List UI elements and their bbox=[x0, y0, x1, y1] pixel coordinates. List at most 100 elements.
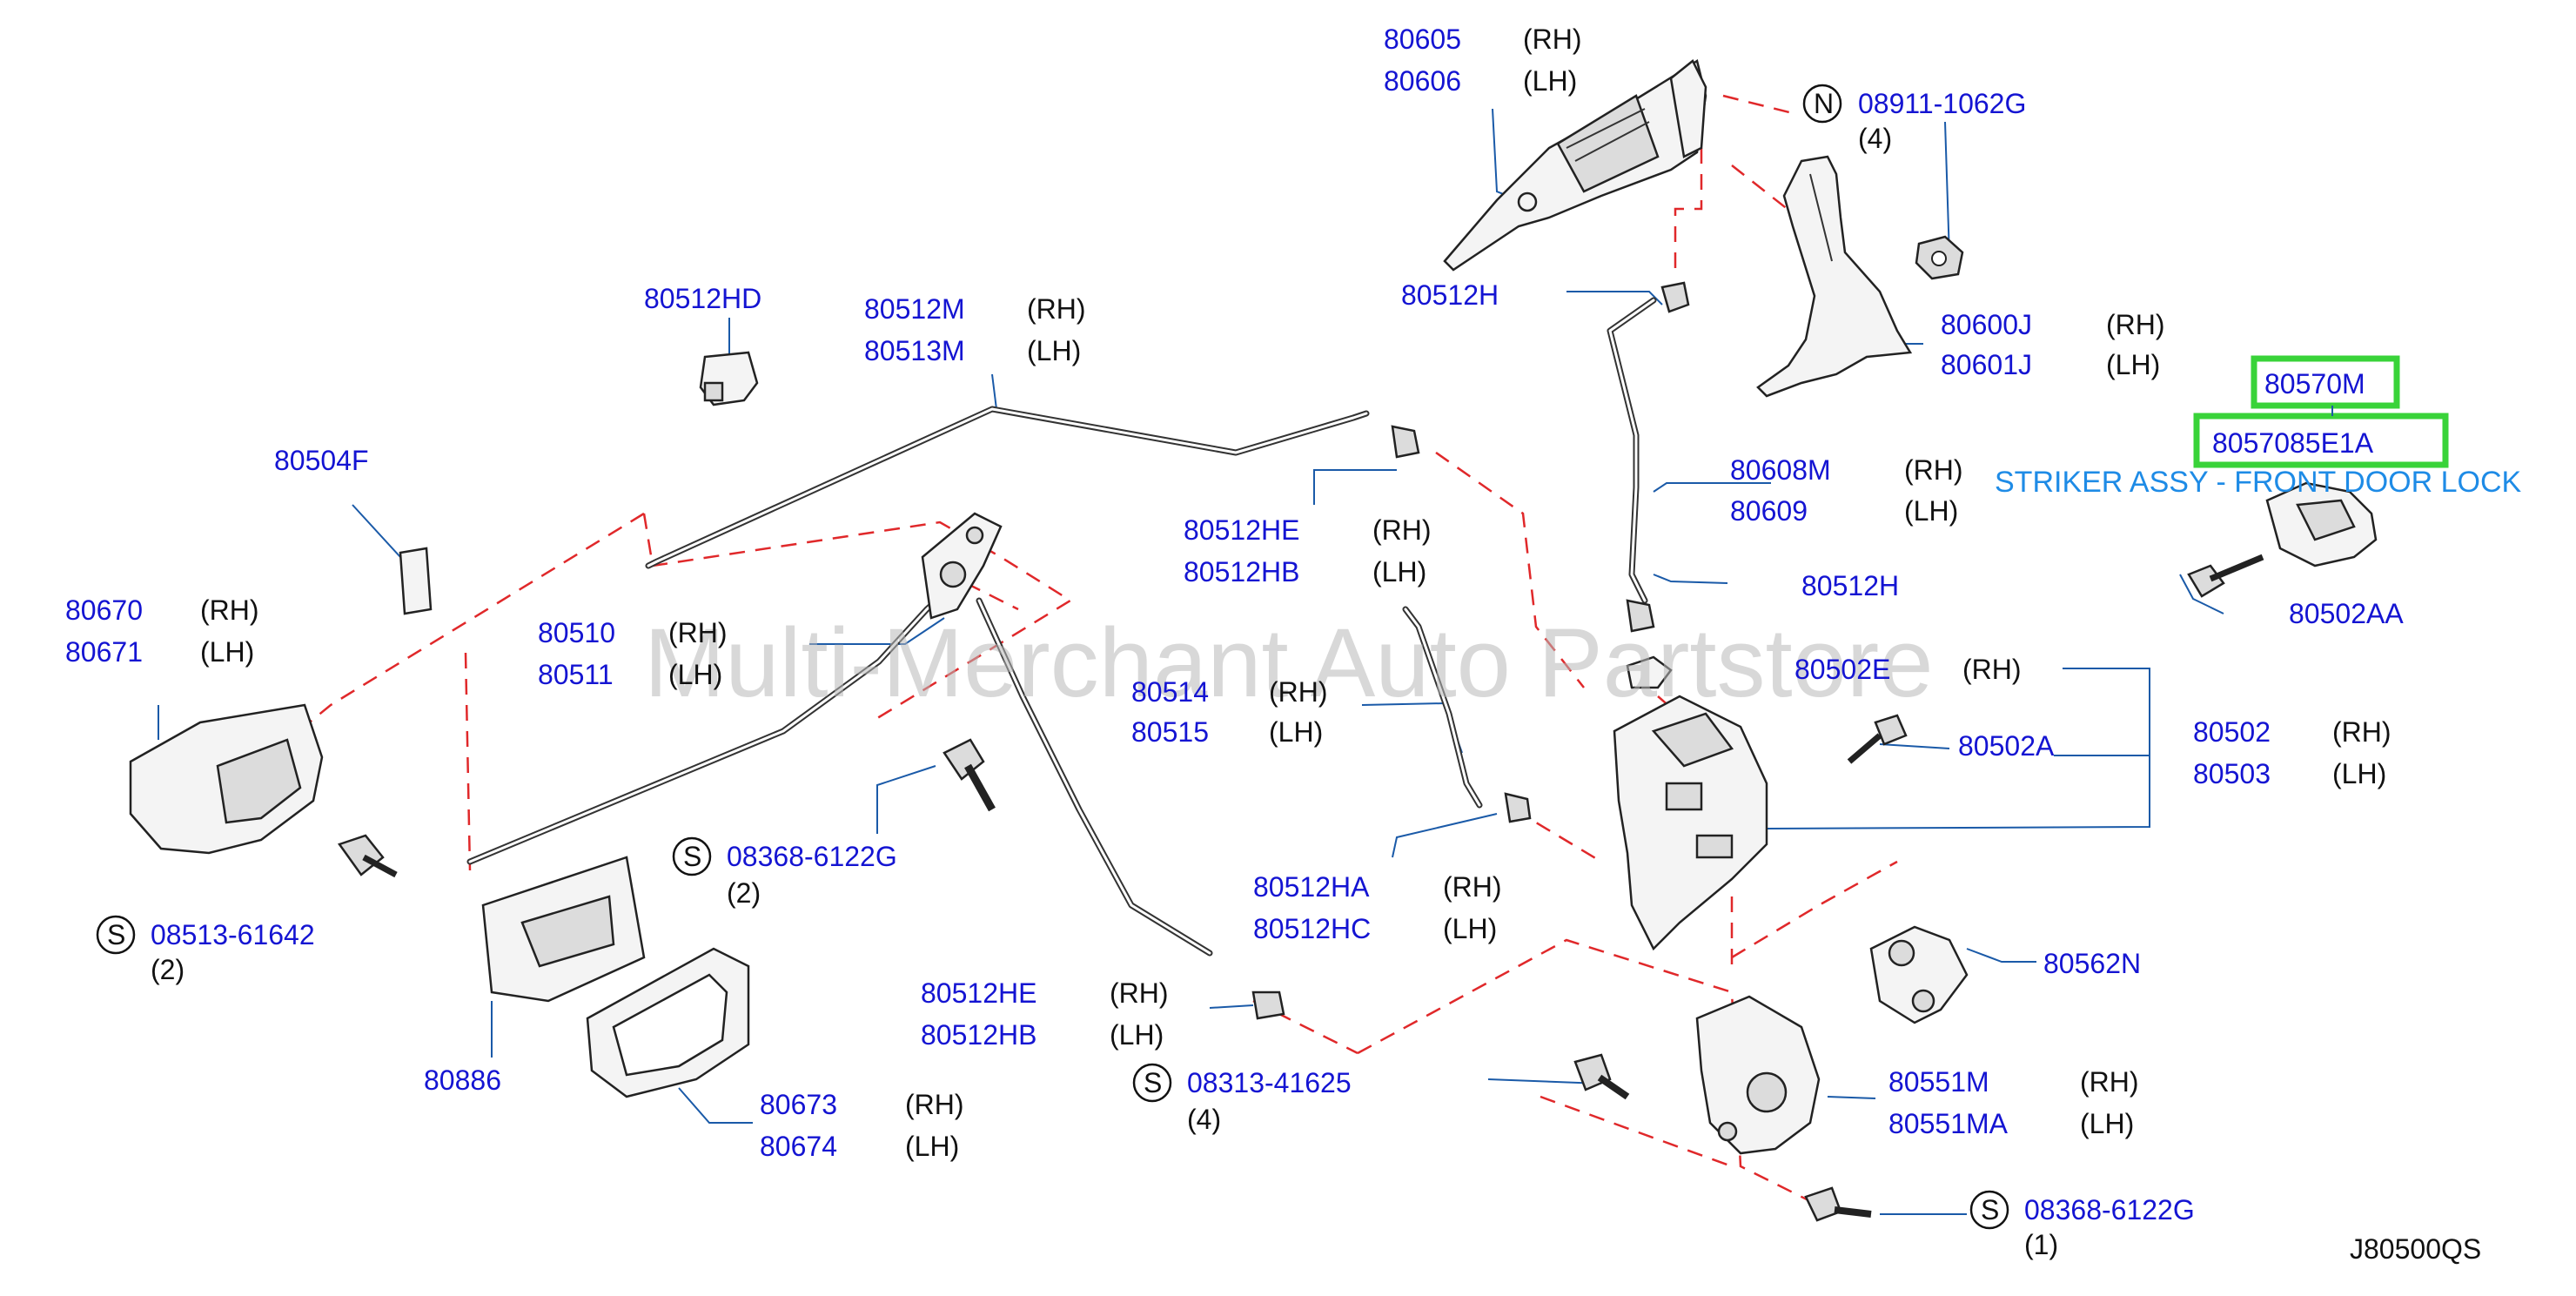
clip-80512HD bbox=[699, 351, 759, 406]
part-number[interactable]: 80510 bbox=[538, 617, 615, 648]
part-number[interactable]: 80551MA bbox=[1888, 1108, 2009, 1139]
screw-08513 bbox=[337, 834, 398, 878]
side-label: (RH) bbox=[1962, 654, 2022, 685]
highlight-box-a bbox=[2251, 355, 2400, 409]
part-number[interactable]: 80512H bbox=[1401, 279, 1499, 311]
pad-80504F bbox=[399, 547, 433, 615]
part-number[interactable]: 80512HB bbox=[1184, 556, 1299, 588]
part-number[interactable]: 80670 bbox=[65, 594, 143, 626]
side-label: (LH) bbox=[1523, 65, 1577, 97]
part-number[interactable]: 80600J bbox=[1941, 309, 2032, 340]
part-number[interactable]: 08368-6122G bbox=[727, 841, 897, 872]
side-label: (LH) bbox=[1027, 335, 1081, 366]
side-label: (RH) bbox=[1904, 454, 1963, 486]
switch-80562N bbox=[1869, 925, 1969, 1024]
part-number[interactable]: 80512M bbox=[864, 293, 965, 325]
symbol-circle bbox=[96, 915, 136, 955]
part-number[interactable]: 80512HE bbox=[921, 977, 1036, 1009]
symbol-circle bbox=[1969, 1190, 2009, 1230]
watermark: Multi-Merchant Auto Partstore bbox=[644, 608, 1933, 717]
side-label: (LH) bbox=[1904, 495, 1958, 527]
door-lock-actuator bbox=[1613, 695, 1768, 951]
part-number[interactable]: 80605 bbox=[1384, 24, 1461, 55]
quantity-label: (4) bbox=[1187, 1104, 1221, 1135]
diagram-code: J80500QS bbox=[2350, 1233, 2481, 1265]
part-number[interactable]: 80886 bbox=[424, 1064, 501, 1096]
part-labels: 80605 (RH) 80606 (LH) N 08911-1062G (4) … bbox=[65, 24, 2481, 1265]
part-number[interactable]: 08911-1062G bbox=[1858, 88, 2026, 119]
side-label: (RH) bbox=[1372, 514, 1432, 546]
part-number[interactable]: 80512HC bbox=[1253, 913, 1371, 944]
part-number[interactable]: 80606 bbox=[1384, 65, 1461, 97]
symbol-circle bbox=[1132, 1063, 1172, 1103]
nut bbox=[1915, 235, 1964, 280]
part-number[interactable]: 80674 bbox=[760, 1131, 837, 1162]
side-label: (LH) bbox=[1110, 1019, 1164, 1051]
outside-door-handle bbox=[1443, 58, 1707, 272]
part-number[interactable]: 80512HA bbox=[1253, 871, 1370, 903]
remote-controller bbox=[921, 512, 1003, 620]
highlight-box-b bbox=[2193, 413, 2449, 468]
rod-clips bbox=[1251, 281, 1690, 1020]
part-number[interactable]: 80502A bbox=[1958, 730, 2055, 762]
side-label: (RH) bbox=[1523, 24, 1582, 55]
side-label: (LH) bbox=[200, 636, 254, 668]
symbol-letter: S bbox=[1144, 1067, 1162, 1098]
highlight-part-a[interactable]: 80570M bbox=[2264, 368, 2365, 400]
side-label: (LH) bbox=[1372, 556, 1426, 588]
striker bbox=[2265, 481, 2378, 567]
part-number[interactable]: 08513-61642 bbox=[151, 919, 315, 950]
part-number[interactable]: 80512HD bbox=[644, 283, 761, 314]
part-number[interactable]: 80512HE bbox=[1184, 514, 1299, 546]
striker-highlight[interactable]: 80570M 8057085E1A STRIKER ASSY - FRONT D… bbox=[1995, 355, 2522, 499]
quantity-label: (4) bbox=[1858, 123, 1892, 154]
part-number[interactable]: 80512HB bbox=[921, 1019, 1036, 1051]
part-number[interactable]: 80511 bbox=[538, 659, 614, 690]
bolt-08368-bottom bbox=[1804, 1186, 1872, 1222]
quantity-label: (2) bbox=[727, 877, 761, 909]
side-label: (RH) bbox=[1027, 293, 1086, 325]
screw-80502AA bbox=[2187, 554, 2264, 598]
symbol-letter: S bbox=[1981, 1194, 1999, 1225]
part-number[interactable]: 08313-41625 bbox=[1187, 1067, 1352, 1098]
side-label: (LH) bbox=[2080, 1108, 2134, 1139]
striker-description: STRIKER ASSY - FRONT DOOR LOCK bbox=[1995, 466, 2522, 499]
side-label: (LH) bbox=[1269, 716, 1323, 748]
part-number[interactable]: 80671 bbox=[65, 636, 143, 668]
part-number[interactable]: 80515 bbox=[1131, 716, 1209, 748]
part-number[interactable]: 80512H bbox=[1801, 570, 1899, 601]
side-label: (RH) bbox=[668, 617, 728, 648]
part-number[interactable]: 80551M bbox=[1888, 1066, 1989, 1098]
side-label: (RH) bbox=[2080, 1066, 2139, 1098]
inside-handle-escutcheon bbox=[129, 703, 324, 855]
part-number[interactable]: 80562N bbox=[2043, 948, 2141, 979]
part-number[interactable]: 80601J bbox=[1941, 349, 2032, 380]
side-label: (RH) bbox=[905, 1089, 964, 1120]
symbol-letter: N bbox=[1814, 88, 1834, 119]
side-label: (RH) bbox=[200, 594, 259, 626]
handle-bracket bbox=[1756, 155, 1913, 398]
symbol-circle bbox=[672, 836, 712, 876]
side-label: (LH) bbox=[905, 1131, 959, 1162]
side-label: (LH) bbox=[2332, 758, 2386, 789]
part-number[interactable]: 80502 bbox=[2193, 716, 2271, 748]
part-number[interactable]: 80608M bbox=[1730, 454, 1831, 486]
part-number[interactable]: 80673 bbox=[760, 1089, 837, 1120]
quantity-label: (1) bbox=[2024, 1229, 2058, 1260]
part-number[interactable]: 80513M bbox=[864, 335, 965, 366]
part-number[interactable]: 80504F bbox=[274, 445, 369, 476]
side-label: (RH) bbox=[1269, 676, 1328, 708]
part-number[interactable]: 80609 bbox=[1730, 495, 1808, 527]
part-number[interactable]: 08368-6122G bbox=[2024, 1194, 2195, 1225]
part-number[interactable]: 80514 bbox=[1131, 676, 1209, 708]
bolt-mid bbox=[1573, 1053, 1630, 1100]
symbol-letter: S bbox=[683, 841, 701, 872]
part-number[interactable]: 80502E bbox=[1794, 654, 1890, 685]
side-label: (RH) bbox=[1110, 977, 1169, 1009]
highlight-part-b[interactable]: 8057085E1A bbox=[2212, 427, 2374, 459]
symbol-circle bbox=[1802, 84, 1842, 124]
part-number[interactable]: 80503 bbox=[2193, 758, 2271, 789]
part-number[interactable]: 80502AA bbox=[2289, 598, 2404, 629]
